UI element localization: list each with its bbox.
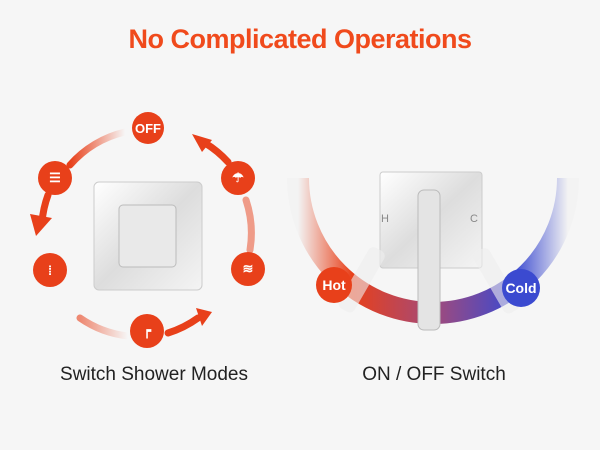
cold-badge: Cold xyxy=(502,269,540,307)
hand-shower-icon: ≋ xyxy=(231,252,265,286)
plate-c: C xyxy=(470,213,478,225)
tub-spout-icon: ┍ xyxy=(130,314,164,348)
body-jets-icon: ⁞ xyxy=(33,253,67,287)
arrow-heads xyxy=(30,134,212,326)
rain-shower-icon: ☂ xyxy=(221,161,255,195)
page-title: No Complicated Operations xyxy=(128,24,472,54)
right-caption: ON / OFF Switch xyxy=(362,364,506,385)
mode-off-badge: OFF xyxy=(132,112,164,144)
lever-valve xyxy=(338,171,520,331)
plate-h: H xyxy=(381,213,389,225)
shower-valve-plate xyxy=(93,181,203,291)
left-caption: Switch Shower Modes xyxy=(60,364,248,385)
hot-badge: Hot xyxy=(316,267,352,303)
off-label: OFF xyxy=(135,120,161,136)
overhead-shower-icon: ☰ xyxy=(38,161,72,195)
cold-label: Cold xyxy=(505,280,537,296)
hot-label: Hot xyxy=(322,277,346,293)
